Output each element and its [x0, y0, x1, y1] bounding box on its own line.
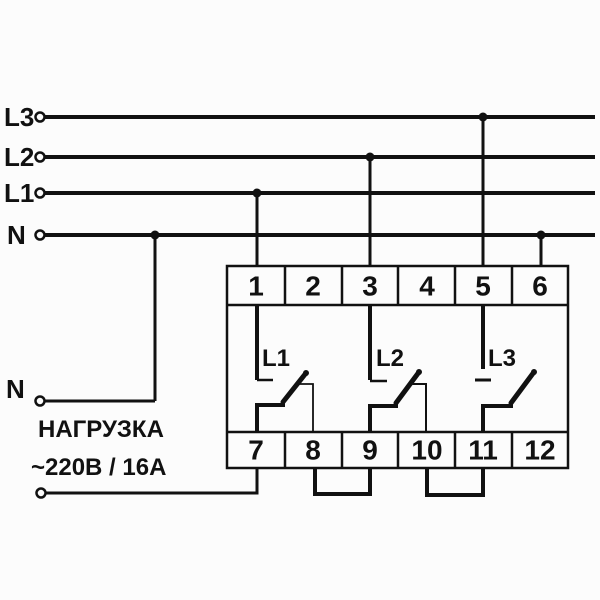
contact2-blade-tip — [416, 369, 422, 375]
l3-input-terminal — [34, 111, 46, 123]
l1-junction-dot — [252, 188, 262, 198]
load-title: НАГРУЗКА — [38, 416, 164, 443]
contact3-common-step — [481, 402, 513, 432]
output-wiring — [46, 468, 485, 497]
load-neutral-terminal — [34, 395, 46, 407]
terminal-5-label: 5 — [475, 271, 491, 302]
top-terminal-numbers: 1 2 3 4 5 6 — [248, 271, 548, 302]
load-section: N НАГРУЗКА ~220В / 16А — [6, 374, 166, 499]
contact1-common-step — [255, 401, 285, 432]
terminal-8-label: 8 — [305, 435, 321, 466]
terminal-10-label: 10 — [411, 435, 442, 466]
load-neutral-label: N — [6, 374, 25, 404]
terminal-6-label: 6 — [532, 271, 548, 302]
top-terminal-dividers — [283, 266, 514, 305]
bottom-terminal-dividers — [283, 432, 514, 468]
contact2-label: L2 — [376, 345, 404, 372]
relay-contact-l1: L1 — [255, 305, 314, 432]
contact1-label: L1 — [262, 345, 290, 372]
l2-input-terminal — [34, 151, 46, 163]
contact3-label: L3 — [488, 345, 516, 372]
contact1-no-wire — [298, 383, 314, 432]
contact2-blade — [393, 369, 422, 406]
terminal-11-label: 11 — [468, 435, 498, 466]
relay-contact-l2: L2 — [368, 305, 427, 432]
contact2-common-step — [368, 402, 398, 432]
l1-input-terminal — [34, 187, 46, 199]
jumper-10-11 — [425, 468, 485, 497]
phase-l2-label: L2 — [4, 142, 34, 172]
contact1-blade-tip — [303, 370, 309, 376]
phase-l3-label: L3 — [4, 102, 34, 132]
terminal-9-label: 9 — [362, 435, 378, 466]
terminal-2-label: 2 — [305, 271, 321, 302]
terminal-12-label: 12 — [524, 435, 555, 466]
n-junction-dot-right — [536, 230, 546, 240]
terminal-3-label: 3 — [362, 271, 378, 302]
terminal-1-label: 1 — [248, 271, 264, 302]
contact3-blade-tip — [531, 369, 537, 375]
terminal-7-label: 7 — [248, 435, 264, 466]
device-body: 1 2 3 4 5 6 7 8 9 10 11 12 — [225, 264, 570, 470]
phase-l1-label: L1 — [4, 178, 34, 208]
drop-wires — [150, 112, 546, 401]
contact3-blade — [508, 369, 537, 406]
contact1-blade — [280, 370, 309, 405]
neutral-bus-label: N — [7, 220, 26, 250]
jumper-8-9 — [313, 468, 372, 496]
contact2-no-wire — [410, 383, 427, 432]
phase-bus-lines: L3 L2 L1 N — [4, 102, 595, 250]
load-phase-terminal — [35, 487, 47, 499]
load-output-wire — [46, 468, 259, 495]
l3-junction-dot — [478, 112, 488, 122]
l2-junction-dot — [365, 152, 375, 162]
bottom-terminal-numbers: 7 8 9 10 11 12 — [248, 435, 555, 466]
n-input-terminal — [34, 229, 46, 241]
terminal-4-label: 4 — [419, 271, 435, 302]
load-rating: ~220В / 16А — [31, 454, 166, 481]
relay-contact-l3: L3 — [475, 305, 537, 432]
n-junction-dot-left — [150, 230, 160, 240]
